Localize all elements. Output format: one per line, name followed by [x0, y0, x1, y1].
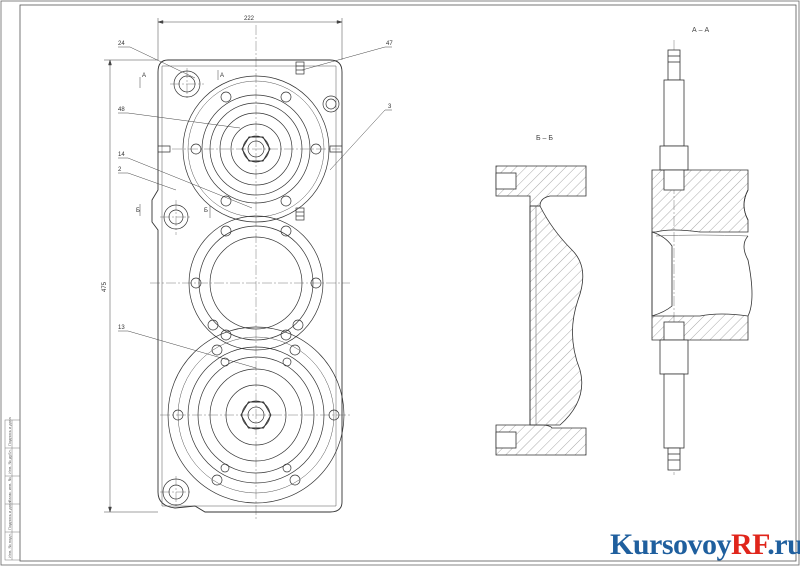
- dimension-height-label: 475: [102, 281, 108, 292]
- section-b-title: Б – Б: [536, 135, 553, 142]
- dimension-lines: [104, 18, 343, 513]
- leader-lines: [118, 46, 392, 369]
- watermark-part-ru: .ru: [767, 528, 800, 561]
- section-b-view: [495, 165, 587, 456]
- watermark-logo: KursovoyRF.ru: [610, 528, 800, 562]
- drawing-frame: [19, 4, 797, 562]
- section-mark-b-left: Б: [136, 208, 140, 214]
- stamp-vzam-inv: Взам. инв. №: [7, 477, 12, 502]
- stamp-sign-date-2: Подпись и дата: [7, 416, 12, 446]
- leader-label-24: 24: [118, 41, 125, 47]
- section-a-title: А – А: [692, 27, 709, 34]
- watermark-part-rf: RF: [731, 528, 768, 561]
- leader-label-13: 13: [118, 325, 125, 331]
- leader-label-47: 47: [386, 41, 393, 47]
- section-mark-a-right: A: [220, 73, 224, 79]
- section-mark-a-left: A: [142, 73, 146, 79]
- stamp-inv-dubl: Инв. № дубл.: [7, 449, 12, 474]
- watermark-part-kursovoy: Kursovoy: [610, 528, 732, 561]
- center-lines: [150, 25, 352, 520]
- top-right-boss: [322, 95, 340, 113]
- leader-label-48: 48: [118, 107, 125, 113]
- side-stamp: [4, 419, 21, 561]
- dimension-width-label: 222: [244, 16, 255, 22]
- main-view: [151, 59, 345, 513]
- leader-label-14: 14: [118, 152, 125, 158]
- stamp-inv-podl: Инв. № подл.: [7, 533, 12, 558]
- leader-label-3: 3: [388, 104, 392, 110]
- stamp-sign-date-1: Подпись и дата: [7, 500, 12, 530]
- section-mark-b-right: Б: [204, 208, 208, 214]
- section-a-view: [651, 40, 753, 475]
- leader-label-2: 2: [118, 167, 122, 173]
